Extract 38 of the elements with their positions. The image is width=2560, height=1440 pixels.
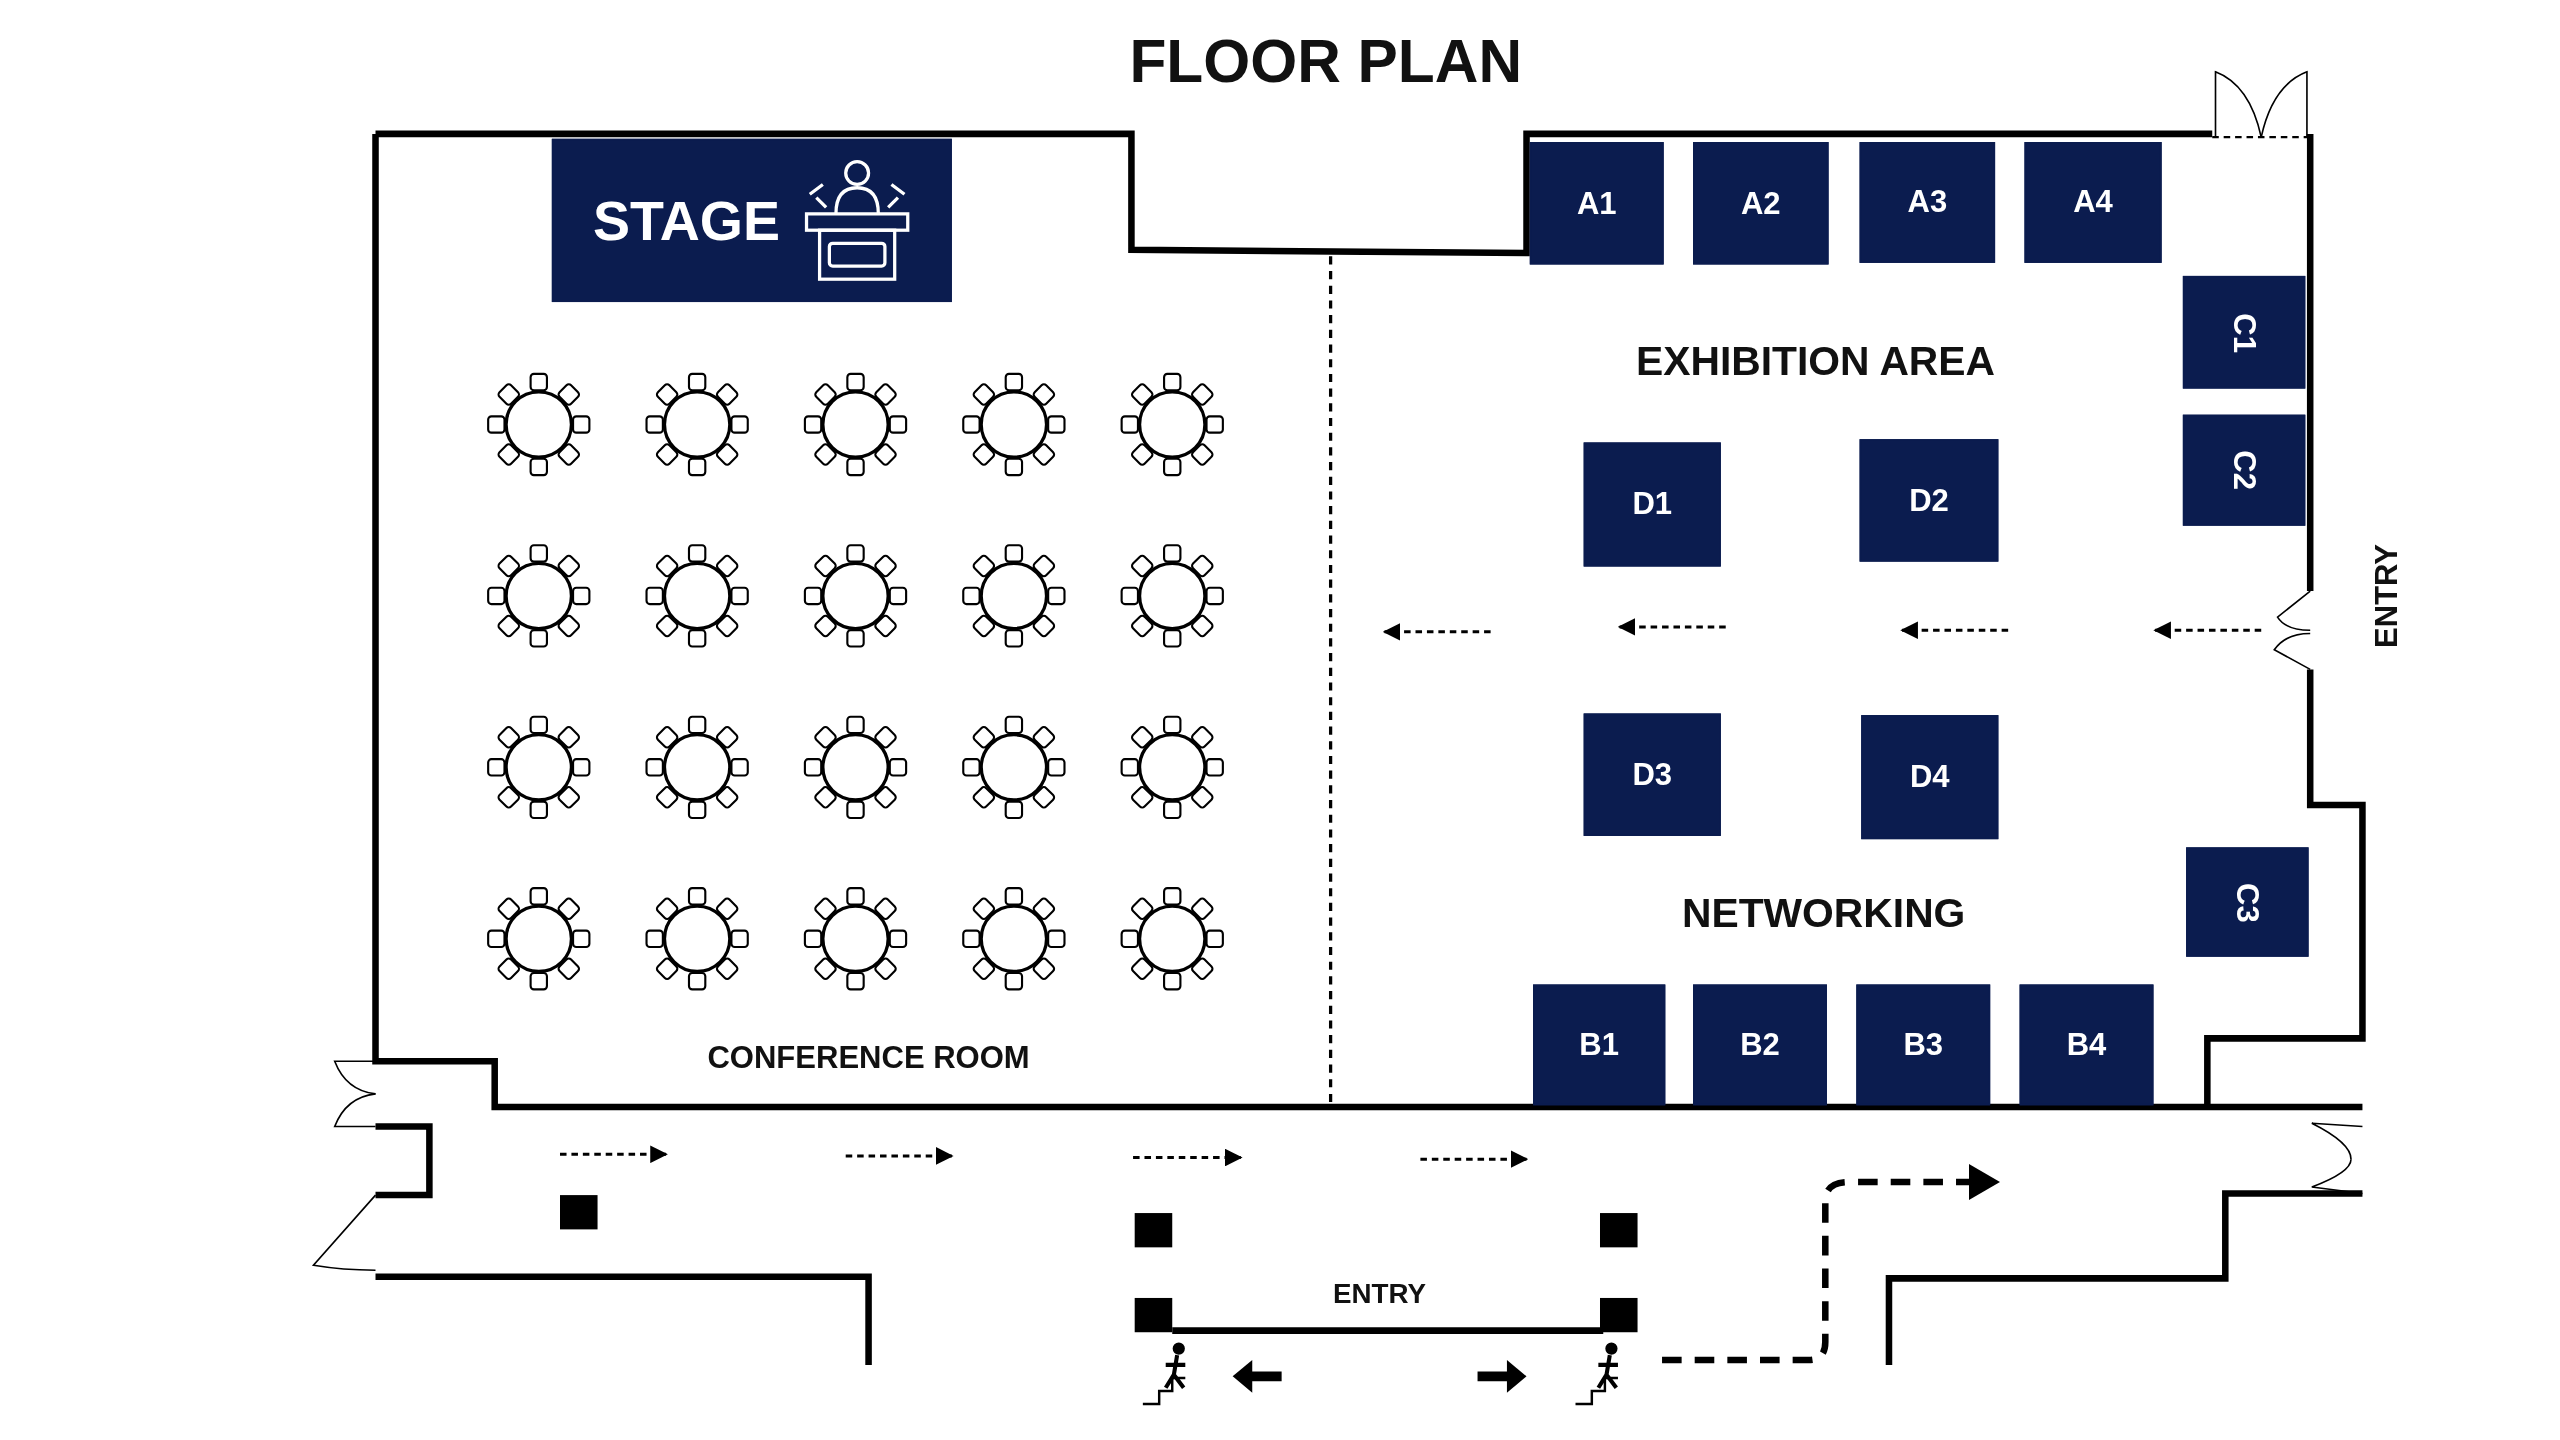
booth (2186, 847, 2309, 957)
booth (1859, 142, 1996, 263)
booth-label: C1 (2226, 312, 2262, 353)
booth-label: D3 (1632, 756, 1673, 793)
booth (2019, 984, 2154, 1106)
booth-label: A3 (1907, 184, 1948, 221)
booth (1856, 984, 1991, 1106)
booth (1583, 442, 1721, 567)
entry-label: ENTRY (2369, 543, 2405, 648)
booth (1583, 713, 1721, 836)
area-label: NETWORKING (1681, 889, 1966, 937)
title: FLOOR PLAN (1129, 27, 1523, 97)
entry-label: ENTRY (1333, 1278, 1427, 1311)
booth-label: A2 (1740, 185, 1781, 222)
booth (2024, 142, 2162, 263)
booth (1859, 439, 1999, 562)
booth-label: D4 (1909, 759, 1950, 796)
booth-label: A1 (1576, 185, 1617, 222)
booth-label: B1 (1579, 1026, 1619, 1063)
booth (1533, 984, 1666, 1106)
area-label: EXHIBITION AREA (1636, 337, 1996, 385)
booth-label: C3 (2230, 882, 2266, 922)
booth (1529, 142, 1664, 265)
booth-label: D2 (1909, 482, 1949, 519)
booth-label: A4 (2073, 184, 2113, 221)
booth-label: C2 (2226, 450, 2262, 491)
booth-label: B4 (2066, 1026, 2107, 1063)
booth (1693, 984, 1827, 1106)
booth-label: B2 (1740, 1026, 1780, 1063)
booth (2182, 275, 2306, 389)
booth-label: D1 (1632, 486, 1673, 523)
stage-block (551, 138, 952, 303)
area-label: CONFERENCE ROOM (707, 1040, 1030, 1076)
booth (1861, 715, 1999, 840)
booth-label: B3 (1903, 1026, 1944, 1063)
booth (1693, 142, 1829, 265)
stage-label: STAGE (592, 188, 781, 253)
booth (2182, 414, 2306, 526)
